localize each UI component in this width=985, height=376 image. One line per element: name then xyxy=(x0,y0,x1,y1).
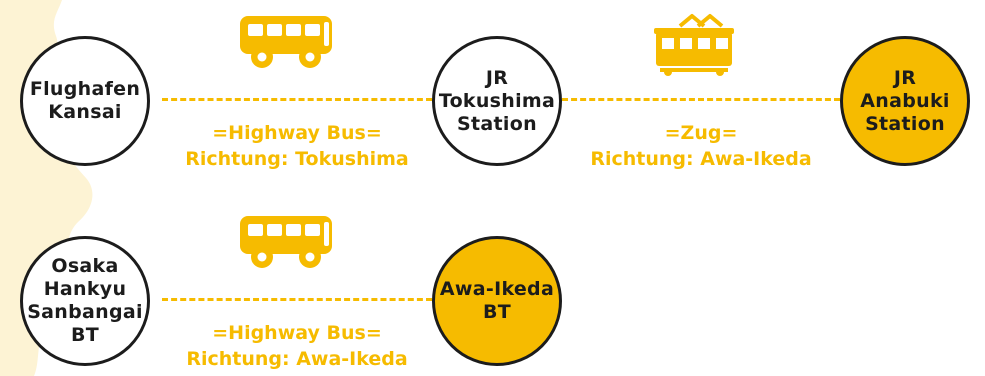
leg-caption: =Zug= Richtung: Awa-Ikeda xyxy=(562,120,840,172)
station-label: JR Anabuki Station xyxy=(860,66,950,135)
station-osaka-hankyu-sanbangai: Osaka Hankyu Sanbangai BT xyxy=(20,236,150,366)
station-awa-ikeda-bt: Awa-Ikeda BT xyxy=(432,236,562,366)
station-label: JR Tokushima Station xyxy=(438,66,556,135)
station-jr-tokushima: JR Tokushima Station xyxy=(432,36,562,166)
transport-mode: =Highway Bus= xyxy=(212,122,382,144)
leg-caption: =Highway Bus= Richtung: Tokushima xyxy=(162,120,432,172)
station-jr-anabuki: JR Anabuki Station xyxy=(840,36,970,166)
train-icon xyxy=(654,14,734,76)
route-line-segment xyxy=(162,298,432,301)
route-line-segment xyxy=(562,98,840,101)
station-flughafen-kansai: Flughafen Kansai xyxy=(20,36,150,166)
bus-icon xyxy=(240,16,332,68)
direction-text: Richtung: Tokushima xyxy=(185,148,409,170)
transport-mode: =Highway Bus= xyxy=(212,322,382,344)
transport-mode: =Zug= xyxy=(664,122,738,144)
station-label: Awa-Ikeda BT xyxy=(439,278,555,323)
bus-icon xyxy=(240,216,332,268)
station-label: Osaka Hankyu Sanbangai BT xyxy=(27,255,143,346)
leg-caption: =Highway Bus= Richtung: Awa-Ikeda xyxy=(162,320,432,372)
direction-text: Richtung: Awa-Ikeda xyxy=(590,148,812,170)
station-label: Flughafen Kansai xyxy=(29,78,141,123)
route-line-segment xyxy=(162,98,432,101)
direction-text: Richtung: Awa-Ikeda xyxy=(186,348,408,370)
